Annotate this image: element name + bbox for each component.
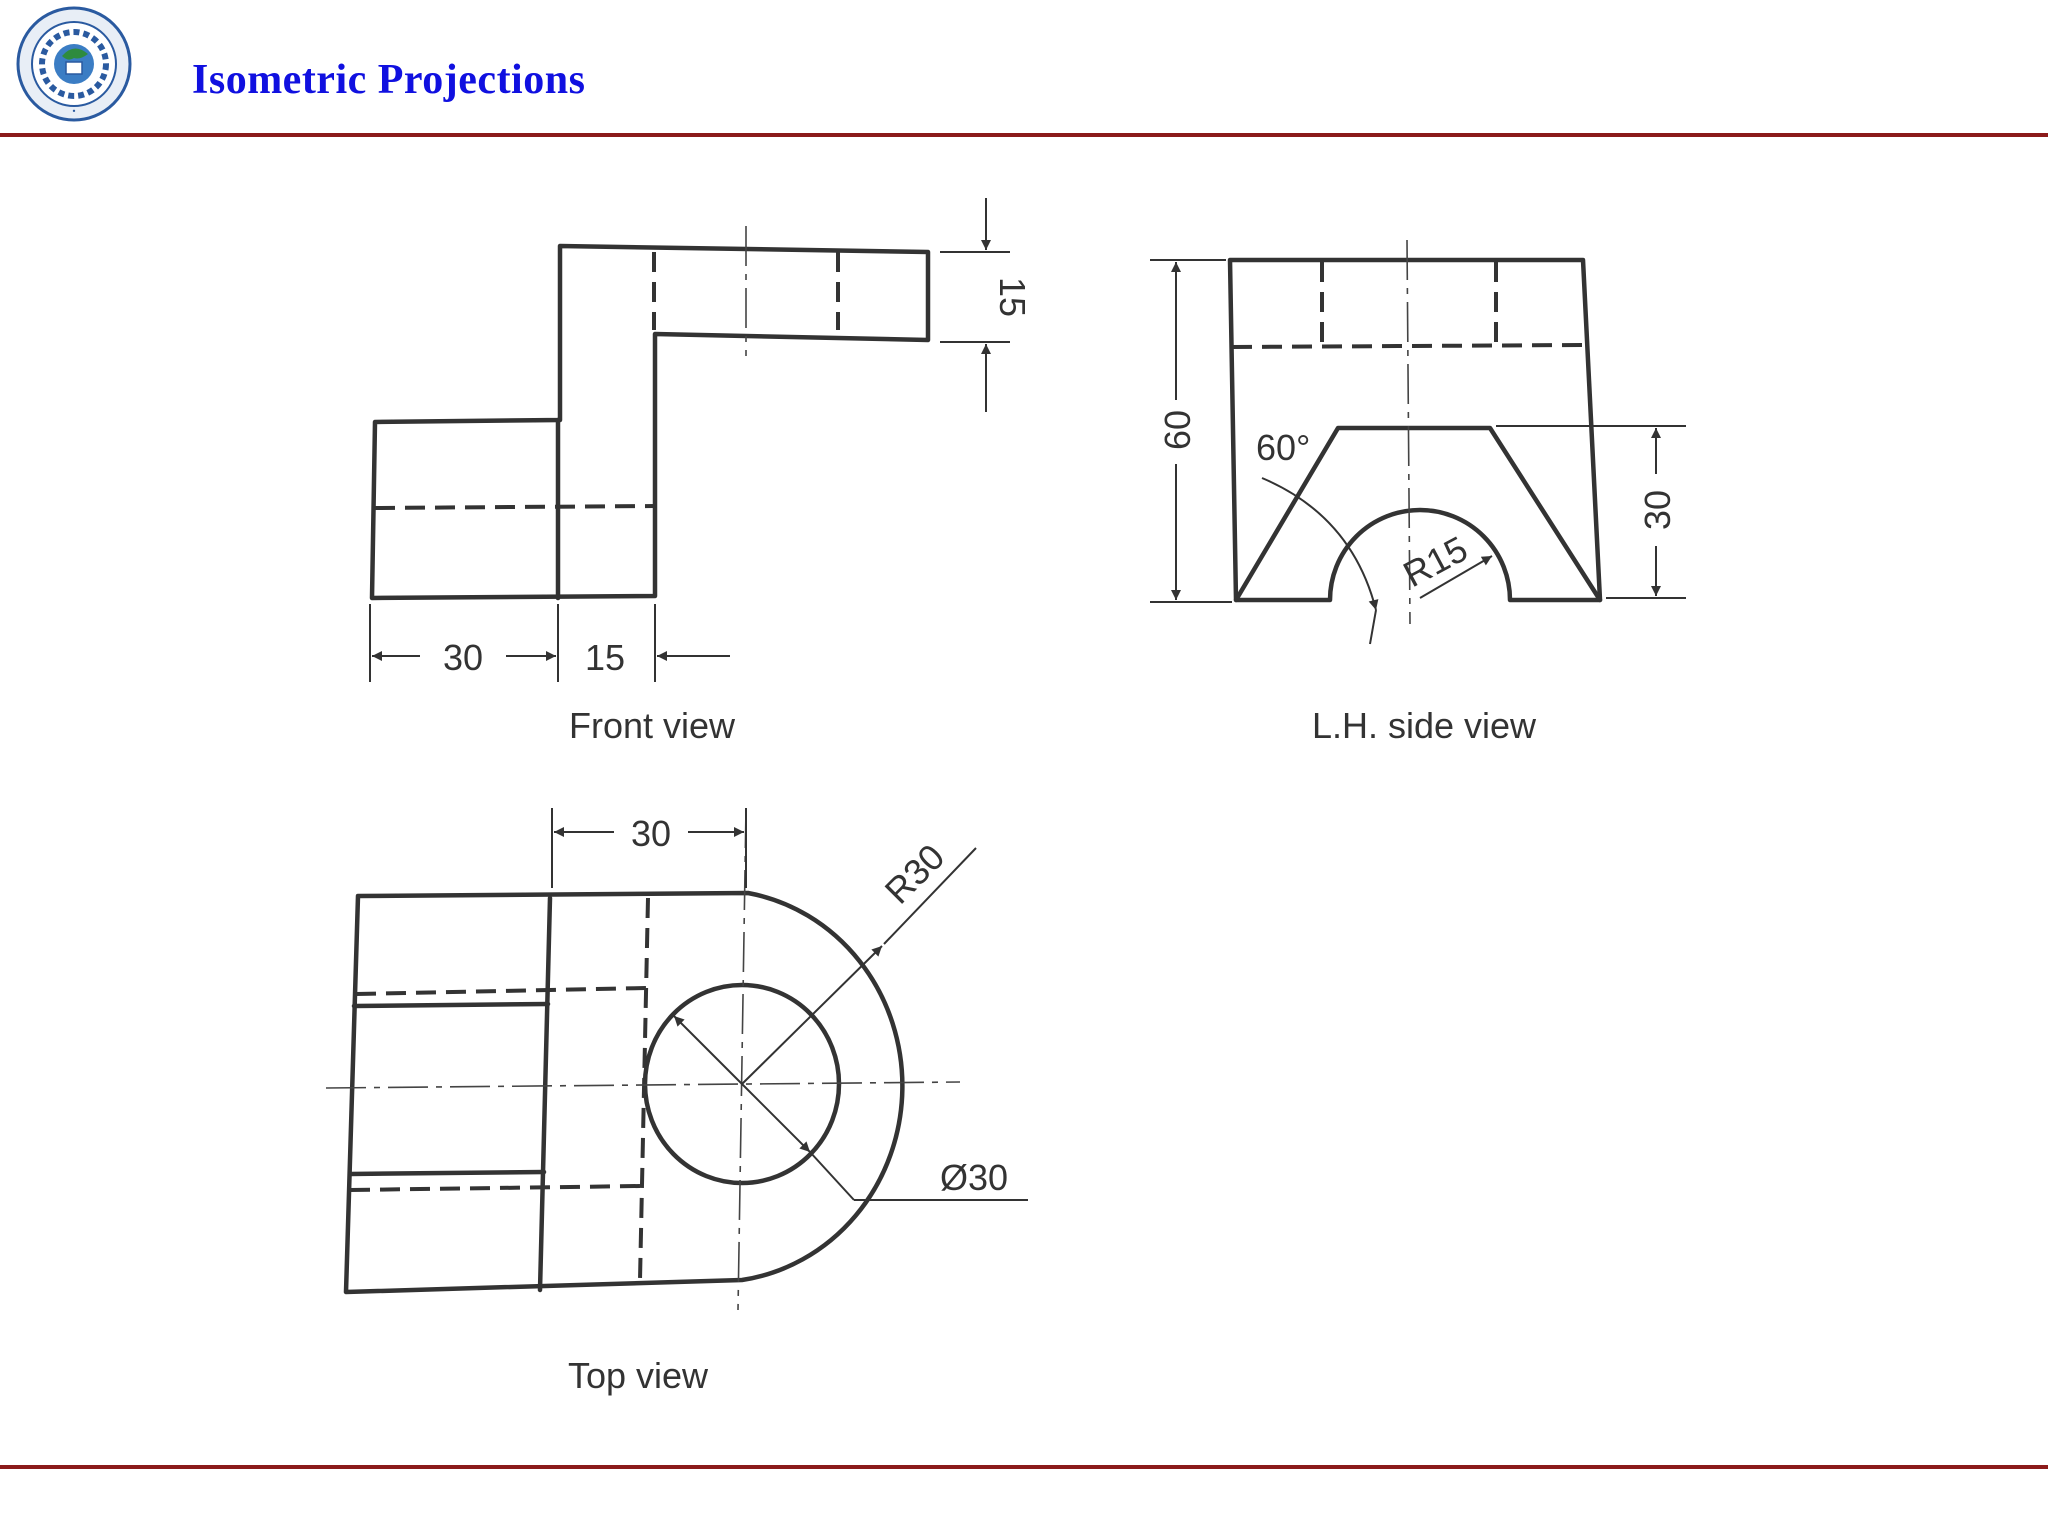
- top-view-radius-leader: [741, 945, 883, 1085]
- top-view: 30 R30 Ø30 Top view: [325, 807, 1028, 1396]
- top-view-center-line: [325, 1081, 961, 1089]
- front-view-caption: Front view: [569, 705, 736, 746]
- front-view-outline: [369, 243, 931, 601]
- top-view-dim-30: 30: [631, 813, 671, 854]
- page-title: Isometric Projections: [192, 57, 586, 103]
- top-view-caption: Top view: [568, 1355, 709, 1396]
- side-view-dovetail-slot: [1233, 425, 1603, 603]
- top-view-edge: [537, 895, 553, 1293]
- side-view-dim-60: 60: [1157, 410, 1198, 450]
- front-view: 30 15 15 Front view: [369, 198, 1033, 746]
- front-view-hidden-line: [374, 504, 656, 510]
- top-view-diameter-arrow: [673, 1015, 743, 1085]
- side-view-center-line: [1406, 239, 1411, 625]
- side-view-hidden-line: [1231, 343, 1584, 349]
- side-view-angle-leader: [1369, 609, 1377, 645]
- top-view-radius-leader: [883, 847, 977, 945]
- logo-motto: •: [72, 107, 77, 116]
- side-view-outline: [1227, 257, 1603, 603]
- side-view-dim-angle: 60°: [1256, 427, 1310, 468]
- side-view-dim-30: 30: [1637, 490, 1678, 530]
- side-view-caption: L.H. side view: [1312, 705, 1537, 746]
- top-view-dim-r30: R30: [877, 836, 953, 912]
- top-view-diameter-arrow: [741, 1083, 811, 1153]
- top-view-outline: [343, 890, 905, 1295]
- front-view-dim-30: 30: [443, 637, 483, 678]
- front-view-dim-15: 15: [585, 637, 625, 678]
- top-view-edge: [347, 1169, 547, 1177]
- side-view-dim-r15: R15: [1397, 528, 1475, 595]
- institute-seal-icon: •: [16, 6, 132, 122]
- side-view: 60 30 60° R15 L.H. side view: [1150, 239, 1686, 746]
- side-view-angle-arc: [1261, 477, 1379, 611]
- top-view-dim-dia30: Ø30: [940, 1157, 1008, 1198]
- footer-divider: [0, 1465, 2048, 1469]
- side-view-radius-leader: [1419, 555, 1493, 599]
- front-view-dim-15-vertical: 15: [992, 277, 1033, 317]
- header-divider: [0, 133, 2048, 137]
- top-view-hidden-line: [355, 986, 647, 996]
- top-view-diameter-leader: [809, 1151, 855, 1201]
- institute-logo: •: [14, 4, 134, 124]
- top-view-hidden-line: [349, 1184, 641, 1192]
- top-view-hidden-line: [638, 897, 650, 1281]
- top-view-center-line: [737, 807, 747, 1311]
- top-view-edge: [351, 1001, 551, 1009]
